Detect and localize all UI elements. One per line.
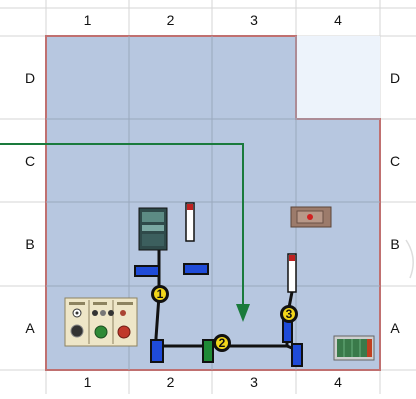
marker-label: 1 [157, 287, 164, 301]
control-panel-icon [64, 297, 138, 347]
row-label-right: C [389, 153, 401, 169]
battery-icon [333, 335, 375, 361]
column-label-bottom: 4 [334, 374, 342, 390]
lamp-icon [185, 202, 195, 242]
row-label-right: D [389, 70, 401, 86]
sensor-icon [134, 265, 160, 277]
column-label-bottom: 2 [166, 374, 175, 390]
edge-arc [405, 239, 414, 279]
marker-label: 3 [286, 307, 293, 321]
sensor-icon [183, 263, 209, 275]
column-label-top: 4 [334, 12, 342, 28]
marker-label: 2 [219, 336, 226, 350]
column-label-top: 1 [83, 12, 92, 28]
row-label-right: A [390, 320, 400, 336]
row-label-left: A [25, 320, 35, 336]
marker-3: 3 [280, 305, 298, 323]
column-label-bottom: 3 [250, 374, 258, 390]
excluded-cell [296, 36, 380, 119]
column-label-top: 3 [250, 12, 258, 28]
sensor-icon [291, 343, 303, 367]
lamp-icon [287, 253, 297, 293]
row-label-left: C [24, 153, 36, 169]
column-label-bottom: 1 [83, 374, 92, 390]
cabinet-icon [138, 207, 168, 251]
sensor-icon [282, 319, 293, 343]
row-label-left: D [24, 70, 36, 86]
row-label-right: B [390, 236, 400, 252]
row-label-left: B [25, 236, 35, 252]
wall-box-icon [290, 206, 332, 228]
switch-icon [202, 339, 214, 363]
marker-1: 1 [151, 285, 169, 303]
column-label-top: 2 [166, 12, 175, 28]
sensor-icon [150, 339, 164, 363]
floor-grid [46, 36, 380, 370]
route-arrow [0, 143, 250, 322]
marker-2: 2 [213, 334, 231, 352]
